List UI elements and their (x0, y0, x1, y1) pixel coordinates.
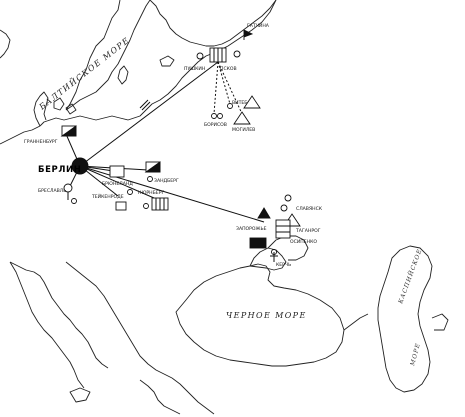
borisov-label: БОРИСОВ (204, 122, 227, 128)
zaporozhye-triangle-icon (257, 207, 271, 219)
route-pskov-vitebsk (217, 61, 231, 105)
gatchina-label: ГАТЧИНА (247, 23, 270, 29)
caucasus-coast (343, 313, 369, 331)
caspian-sea-coast (377, 245, 433, 393)
caspian-sea-label-bottom: МОРЕ (409, 342, 422, 367)
pskov-marker[interactable] (209, 47, 227, 63)
zandberg-marker[interactable] (144, 161, 161, 182)
coastlines (0, 0, 449, 415)
osipenko-label: ОСИПЕНКО (290, 239, 317, 245)
pskov-label: ПСКОВ (220, 66, 237, 72)
kara-bogaz-gol (431, 313, 449, 331)
north-sea-coast (0, 125, 41, 145)
berlin-label: БЕРЛИН (38, 165, 81, 175)
berlin-marker[interactable] (71, 157, 89, 175)
vitebsk-circle-icon (227, 103, 233, 109)
slavyansk-label: СЛАВЯНСК (296, 206, 323, 212)
sea-labels: БАЛТИЙСКОЕ МОРЕ ЧЕРНОЕ МОРЕ КАСПИЙСКОЕ М… (36, 35, 423, 368)
black-sea-label: ЧЕРНОЕ МОРЕ (226, 311, 307, 320)
breslau-marker[interactable] (63, 183, 77, 204)
osipenko-box-icon (275, 219, 291, 239)
kerch-label: КЕРЧЬ (276, 262, 291, 268)
gatchina-marker[interactable] (243, 29, 254, 40)
sicily-island (69, 387, 91, 403)
zaporozhye-marker[interactable] (257, 207, 271, 219)
slavyansk-circle-icon (284, 194, 292, 202)
bryuneland-box-icon (109, 165, 125, 178)
route-berlin-pskov (79, 61, 219, 167)
gotland-island (117, 65, 129, 85)
borisov-circle-icon (211, 113, 217, 119)
uk-coast (0, 29, 11, 59)
osipenko-marker[interactable] (275, 219, 291, 239)
borisov-circle-icon-2 (217, 113, 223, 119)
baltic-sea-label: БАЛТИЙСКОЕ МОРЕ (36, 35, 131, 113)
gatchina-flag-icon (243, 29, 254, 40)
mogilev-triangle-icon (233, 111, 251, 125)
route-berlin-zaporozhye (79, 165, 265, 223)
vitebsk-triangle-marker[interactable] (243, 95, 261, 109)
berlin-dot (71, 157, 89, 175)
pushkin-marker[interactable] (196, 52, 204, 60)
baltic-south-coast (39, 115, 129, 127)
scandinavia-coast (65, 0, 151, 111)
kerch-black-box-icon (249, 237, 267, 249)
slavyansk-circle-icon-2 (280, 204, 288, 212)
black-sea-coast (175, 263, 345, 367)
vitebsk-triangle-icon (243, 95, 261, 109)
balkan-coast (65, 261, 173, 379)
mogilev-label: МОГИЛЕВ (232, 127, 255, 133)
bryuneland-label: БРЮНЕЛАНД (102, 181, 133, 187)
pushkin-circle-icon (196, 52, 204, 60)
kerch-marker[interactable] (249, 237, 278, 262)
breslau-label: БРЕСЛАВЛЬ (38, 188, 66, 194)
pskov-circle-icon (233, 50, 241, 58)
railway-tick-icon (139, 99, 151, 111)
vitebsk-marker[interactable] (227, 103, 233, 109)
teikenrode-box-icon (115, 201, 127, 211)
slavyansk-marker[interactable] (280, 194, 292, 212)
caspian-sea-label-top: КАСПИЙСКОЕ (396, 247, 424, 305)
grannenburg-label: ГРАННЕНБУРГ (24, 139, 58, 145)
mogilev-marker[interactable] (233, 111, 251, 125)
borisov-marker[interactable] (211, 113, 223, 119)
saaremaa-island (159, 55, 175, 67)
route-pskov-borisov (213, 61, 219, 115)
zandberg-label: ЗАНДБЕРГ (154, 178, 179, 184)
route-berlin-nyurnberg (79, 165, 155, 199)
crimea-peninsula (249, 247, 287, 271)
teikenrode-label: ТЕЙКЕНРОДЕ (91, 193, 124, 200)
azov-sea-coast (267, 235, 309, 261)
teikenrode-marker[interactable] (115, 189, 133, 211)
nyurnberg-marker[interactable] (143, 197, 169, 211)
finland-coast (149, 0, 277, 47)
italy-coast (9, 261, 109, 389)
pushkin-label: ПУШКИН (184, 66, 205, 72)
greece-coast (139, 377, 215, 415)
grannenburg-marker[interactable] (60, 125, 77, 137)
denmark-coast (33, 91, 77, 127)
vitebsk-label: ВИТЕБСК (232, 100, 255, 106)
zaporozhye-label: ЗАПОРОЖЬЕ (236, 226, 267, 232)
nyurnberg-label: НЮРНБЕРГ (138, 190, 164, 196)
baltic-east-coast (127, 0, 277, 121)
taganrog-label: ТАГАНРОГ (295, 228, 321, 234)
bryuneland-marker[interactable] (109, 165, 125, 178)
